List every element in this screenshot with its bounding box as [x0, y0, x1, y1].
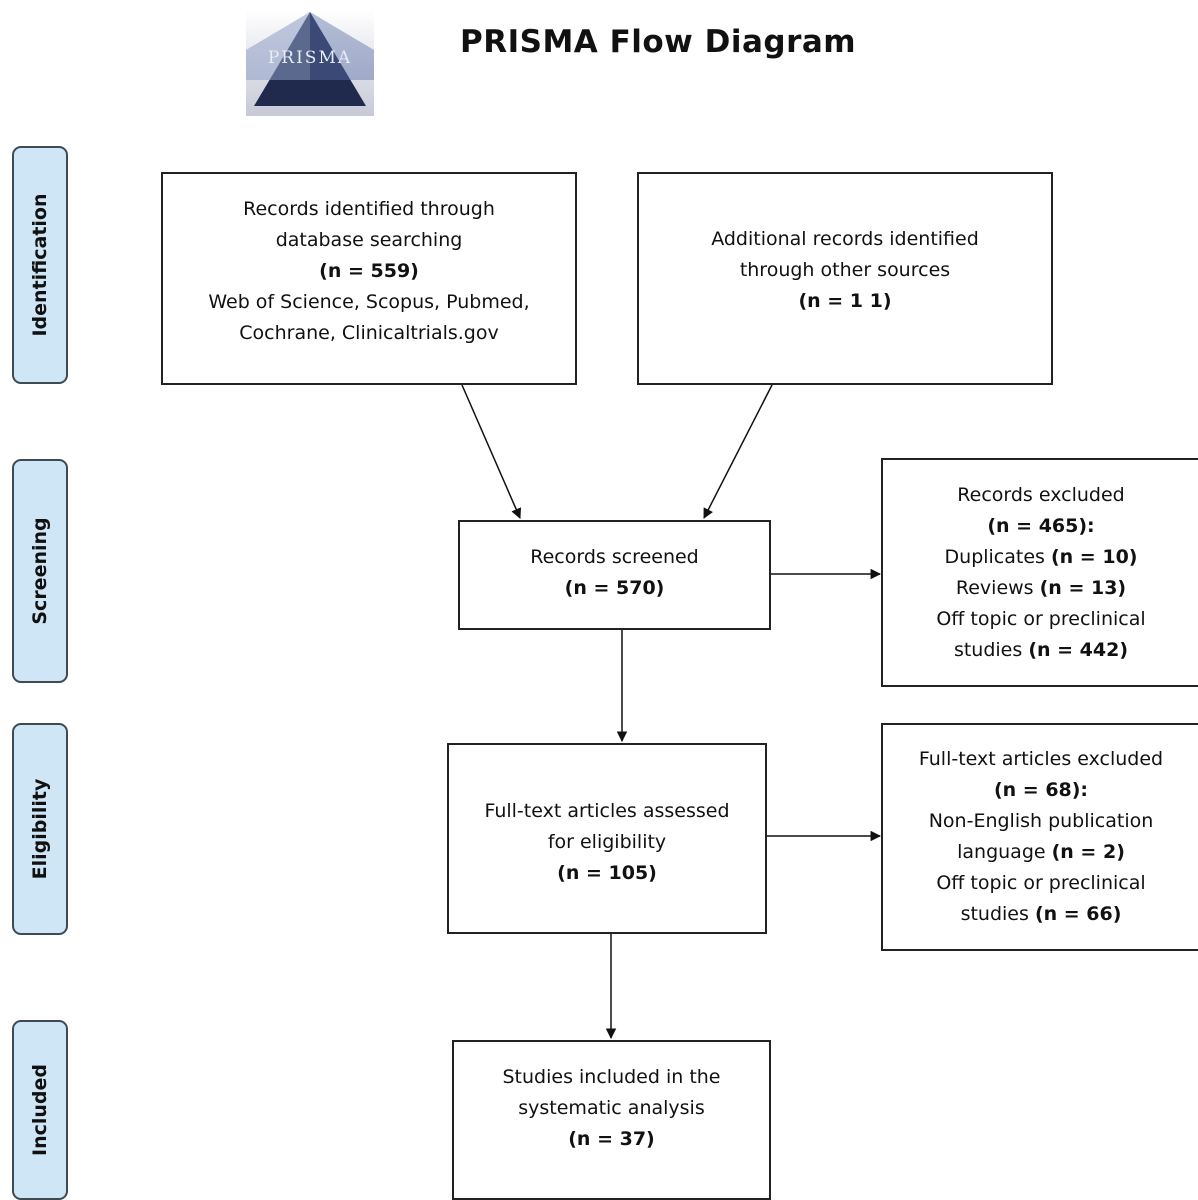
fulltext-excluded-language-line2: language (n = 2)	[957, 841, 1125, 863]
records-screened-box: Records screened (n = 570)	[458, 520, 771, 630]
other-sources-line2: through other sources	[739, 259, 951, 281]
database-line2: database searching	[275, 229, 463, 251]
fulltext-assessed-box: Full-text articles assessed for eligibil…	[447, 743, 767, 934]
database-line4: Cochrane, Clinicaltrials.gov	[239, 322, 499, 344]
database-count: (n = 559)	[319, 260, 419, 282]
screened-count: (n = 570)	[564, 577, 665, 599]
logo-triangle-icon	[246, 12, 374, 106]
other-sources-count: (n = 1 1)	[798, 290, 892, 312]
fulltext-excluded-count: (n = 68):	[993, 779, 1089, 801]
fulltext-excluded-box: Full-text articles excluded (n = 68): No…	[881, 723, 1198, 951]
phase-screening: Screening	[12, 459, 68, 683]
excluded-reviews: Reviews (n = 13)	[955, 577, 1127, 599]
fulltext-excluded-language-line1: Non-English publication	[928, 810, 1154, 832]
arrow-other-to-screened	[703, 384, 773, 519]
excluded-count: (n = 465):	[987, 515, 1095, 537]
excluded-duplicates: Duplicates (n = 10)	[944, 546, 1138, 568]
included-count: (n = 37)	[568, 1128, 655, 1150]
excluded-offtopic-line1: Off topic or preclinical	[936, 608, 1146, 630]
prisma-logo: PRISMA	[246, 10, 374, 116]
database-line3: Web of Science, Scopus, Pubmed,	[208, 291, 530, 313]
records-excluded-box: Records excluded (n = 465): Duplicates (…	[881, 458, 1198, 687]
logo-text: PRISMA	[267, 48, 353, 68]
fulltext-count: (n = 105)	[557, 862, 657, 884]
fulltext-excluded-offtopic-line2: studies (n = 66)	[960, 903, 1122, 925]
fulltext-line1: Full-text articles assessed	[484, 800, 730, 822]
phase-included: Included	[12, 1020, 68, 1200]
other-sources-line1: Additional records identified	[711, 228, 979, 250]
screened-line1: Records screened	[530, 546, 699, 568]
arrow-database-to-screened	[461, 384, 522, 519]
database-line1: Records identified through	[243, 198, 495, 220]
studies-included-box: Studies included in the systematic analy…	[452, 1040, 771, 1200]
phase-eligibility: Eligibility	[12, 723, 68, 935]
fulltext-line2: for eligibility	[547, 831, 667, 853]
records-other-sources-box: Additional records identified through ot…	[637, 172, 1053, 385]
page-title: PRISMA Flow Diagram	[460, 24, 857, 60]
phase-identification: Identification	[12, 146, 68, 384]
included-line1: Studies included in the	[502, 1066, 721, 1088]
fulltext-excluded-offtopic-line1: Off topic or preclinical	[936, 872, 1146, 894]
excluded-line1: Records excluded	[957, 484, 1125, 506]
included-line2: systematic analysis	[518, 1097, 705, 1119]
records-database-box: Records identified through database sear…	[161, 172, 577, 385]
fulltext-excluded-line1: Full-text articles excluded	[918, 748, 1164, 770]
excluded-offtopic-line2: studies (n = 442)	[953, 639, 1129, 661]
